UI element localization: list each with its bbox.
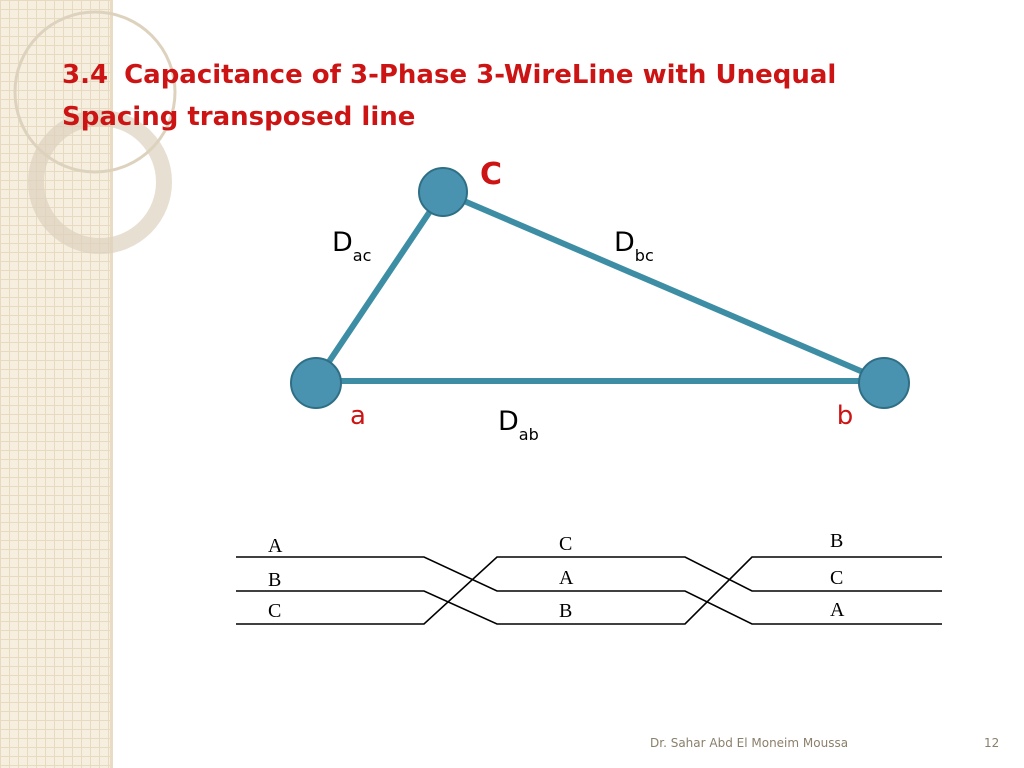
node-label-c: C (480, 157, 502, 192)
section3-label-1: B (830, 530, 843, 552)
section1-label-3: C (268, 600, 281, 622)
distance-ab-sub: ab (519, 425, 539, 444)
transposition-wire-3 (236, 556, 942, 625)
distance-bc-sub: bc (635, 246, 654, 265)
distance-label-ac: Dac (332, 227, 371, 265)
decorative-circle-large (13, 10, 177, 174)
transposition-wire-1 (236, 556, 942, 625)
distance-ac-main: D (332, 227, 353, 258)
slide-title: 3.4 Capacitance of 3-Phase 3-WireLine wit… (62, 54, 982, 138)
conductor-node-a (290, 357, 342, 409)
title-number: 3.4 (62, 60, 109, 90)
title-line1: Capacitance of 3-Phase 3-WireLine with U… (124, 60, 837, 90)
footer-author: Dr. Sahar Abd El Moneim Moussa (650, 736, 849, 750)
conductor-node-c (418, 167, 468, 217)
node-label-b: b (837, 401, 854, 431)
distance-ab-main: D (498, 406, 519, 437)
footer-page-number: 12 (984, 736, 1000, 750)
transposition-wire-2 (236, 556, 942, 625)
distance-ac-sub: ac (353, 246, 372, 265)
section3-label-2: C (830, 567, 843, 589)
section3-label-3: A (830, 599, 845, 621)
section1-label-1: A (268, 535, 283, 557)
distance-label-bc: Dbc (614, 227, 654, 265)
section2-label-1: C (559, 533, 572, 555)
decorative-circles (13, 10, 177, 254)
side-strip-edge (110, 0, 113, 768)
title-line2: Spacing transposed line (62, 102, 416, 132)
section1-label-2: B (268, 569, 281, 591)
edge-ac (313, 189, 446, 384)
section2-label-2: A (559, 567, 574, 589)
conductor-node-b (858, 357, 910, 409)
node-label-a: a (350, 401, 366, 431)
distance-bc-main: D (614, 227, 635, 258)
distance-label-ab: Dab (498, 406, 539, 444)
section2-label-3: B (559, 600, 572, 622)
transposition-diagram (236, 556, 942, 625)
decorative-circle-small (28, 110, 172, 254)
edge-bc (440, 189, 887, 384)
